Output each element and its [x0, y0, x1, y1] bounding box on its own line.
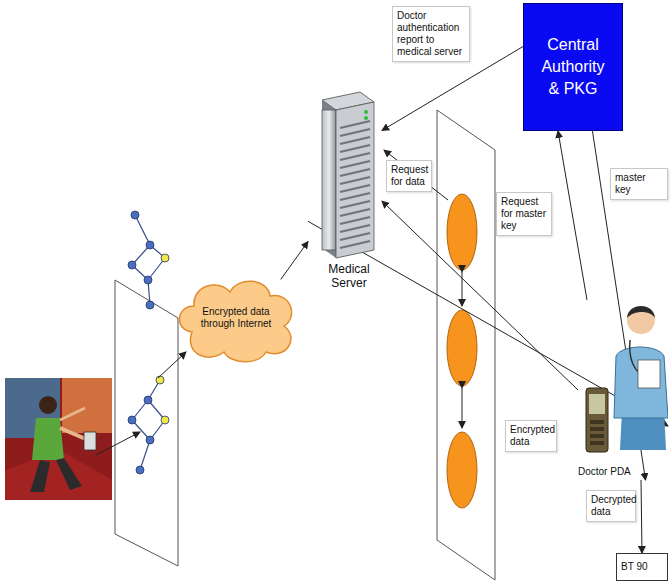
connector-arrow: [281, 242, 308, 280]
edge-label: Decrypted data: [586, 490, 636, 522]
connector-arrow: [641, 480, 642, 553]
server-node: Medical Server: [308, 90, 382, 292]
node-label: Encrypted data through Internet: [194, 306, 278, 330]
server-shape: [308, 90, 382, 292]
connector-arrow: [558, 131, 587, 300]
authority-box: Central Authority & PKG: [523, 3, 623, 131]
edge-label: Request for master key: [496, 192, 552, 236]
patient-link: [96, 432, 140, 455]
reading-box: BT 90: [616, 553, 668, 581]
server-icon: [322, 92, 374, 258]
cloud-outline: [179, 281, 291, 362]
node-label: Doctor PDA: [578, 466, 631, 478]
doctor-figure: [586, 306, 668, 452]
edge-label: Request for data: [386, 160, 432, 192]
plane-link: [158, 352, 186, 378]
cloud-node: Encrypted data through Internet: [172, 272, 300, 364]
network-plane: [115, 280, 178, 566]
node-label: Medical Server: [318, 262, 380, 290]
ellipse-links: [384, 150, 462, 428]
doctor-node: Doctor PDA: [578, 300, 668, 480]
network-ellipses: [447, 194, 477, 508]
authority-title: Central Authority & PKG: [534, 34, 612, 100]
doctor-shape: [578, 300, 668, 480]
patient-illustration: [5, 378, 112, 500]
edge-label: master key: [610, 168, 668, 200]
edge-label: Encrypted data: [505, 420, 557, 452]
network-plane: [437, 110, 495, 580]
edge-label: Doctor authentication report to medical …: [392, 6, 470, 62]
network-edges: [132, 215, 165, 470]
node-label: BT 90: [621, 561, 648, 573]
